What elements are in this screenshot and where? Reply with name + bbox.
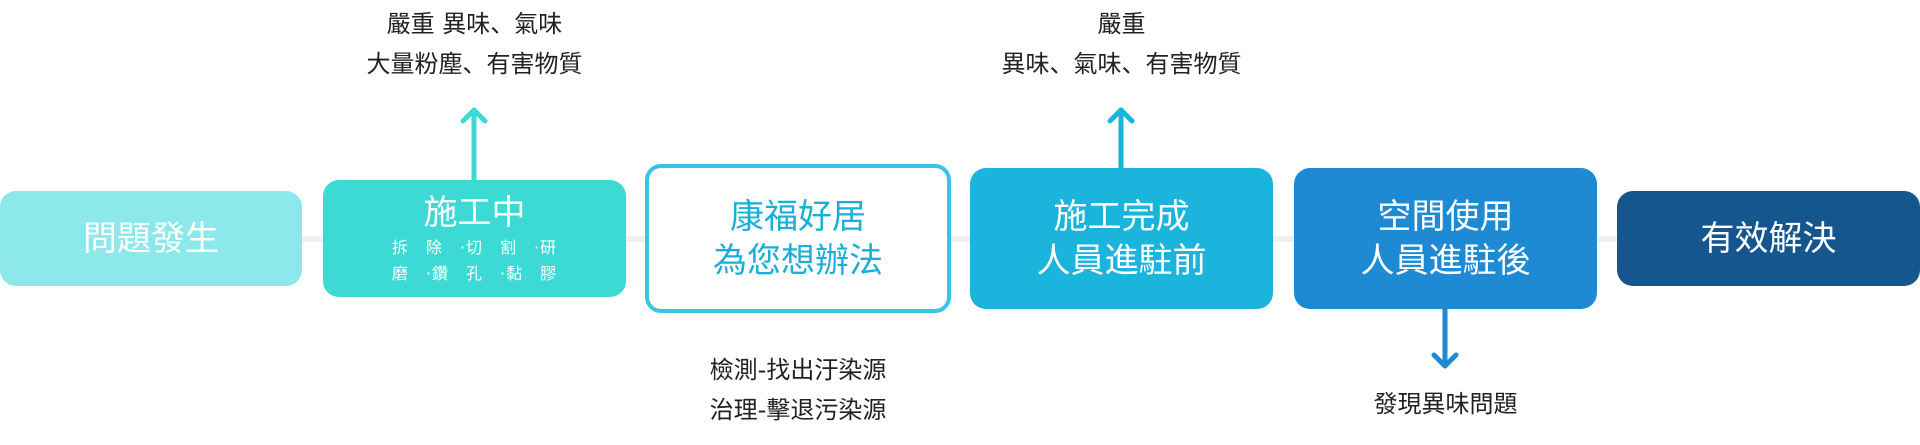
step-under-construction: 施工中 拆 除 ·切 割 ·研 磨 ·鑽 孔 ·黏 膠	[323, 180, 626, 297]
note-solution: 檢測-找出汙染源 治理-擊退污染源	[645, 350, 951, 430]
note-line: 檢測-找出汙染源	[709, 356, 887, 384]
step-subtitle-2: 磨 ·鑽 孔 ·黏 膠	[391, 263, 558, 283]
note-completed: 嚴重 異味、氣味、有害物質	[970, 4, 1273, 84]
step-subtitle: 拆 除 ·切 割 ·研	[391, 237, 558, 257]
note-line: 嚴重	[1097, 10, 1146, 38]
step-construction-completed: 施工完成 人員進駐前	[970, 168, 1273, 309]
step-title: 康福好居	[730, 196, 866, 237]
note-line: 嚴重 異味、氣味	[386, 10, 563, 38]
arrow-up-completed-icon	[1107, 107, 1135, 171]
step-subtitle: 為您想辦法	[713, 240, 883, 281]
step-solution: 康福好居 為您想辦法	[645, 164, 951, 313]
step-title: 空間使用	[1377, 196, 1514, 237]
arrow-down-in-use-icon	[1431, 306, 1459, 369]
note-in-use: 發現異味問題	[1294, 384, 1597, 424]
note-line: 發現異味問題	[1373, 390, 1518, 418]
note-line: 大量粉塵、有害物質	[366, 50, 583, 78]
step-problem-occurs: 問題發生	[0, 191, 302, 286]
step-subtitle: 人員進駐後	[1360, 240, 1531, 281]
note-line: 異味、氣味、有害物質	[1001, 50, 1242, 78]
step-subtitle: 人員進駐前	[1036, 240, 1207, 281]
arrow-up-construction-icon	[460, 107, 488, 183]
note-construction: 嚴重 異味、氣味 大量粉塵、有害物質	[323, 4, 626, 84]
step-space-in-use: 空間使用 人員進駐後	[1294, 168, 1597, 309]
note-line: 治理-擊退污染源	[709, 396, 887, 424]
step-title: 有效解決	[1700, 218, 1837, 259]
step-title: 問題發生	[83, 218, 219, 259]
connector-line	[0, 236, 1920, 242]
step-title: 施工中	[423, 192, 526, 233]
step-effectively-solved: 有效解決	[1617, 191, 1920, 286]
step-title: 施工完成	[1053, 196, 1190, 237]
